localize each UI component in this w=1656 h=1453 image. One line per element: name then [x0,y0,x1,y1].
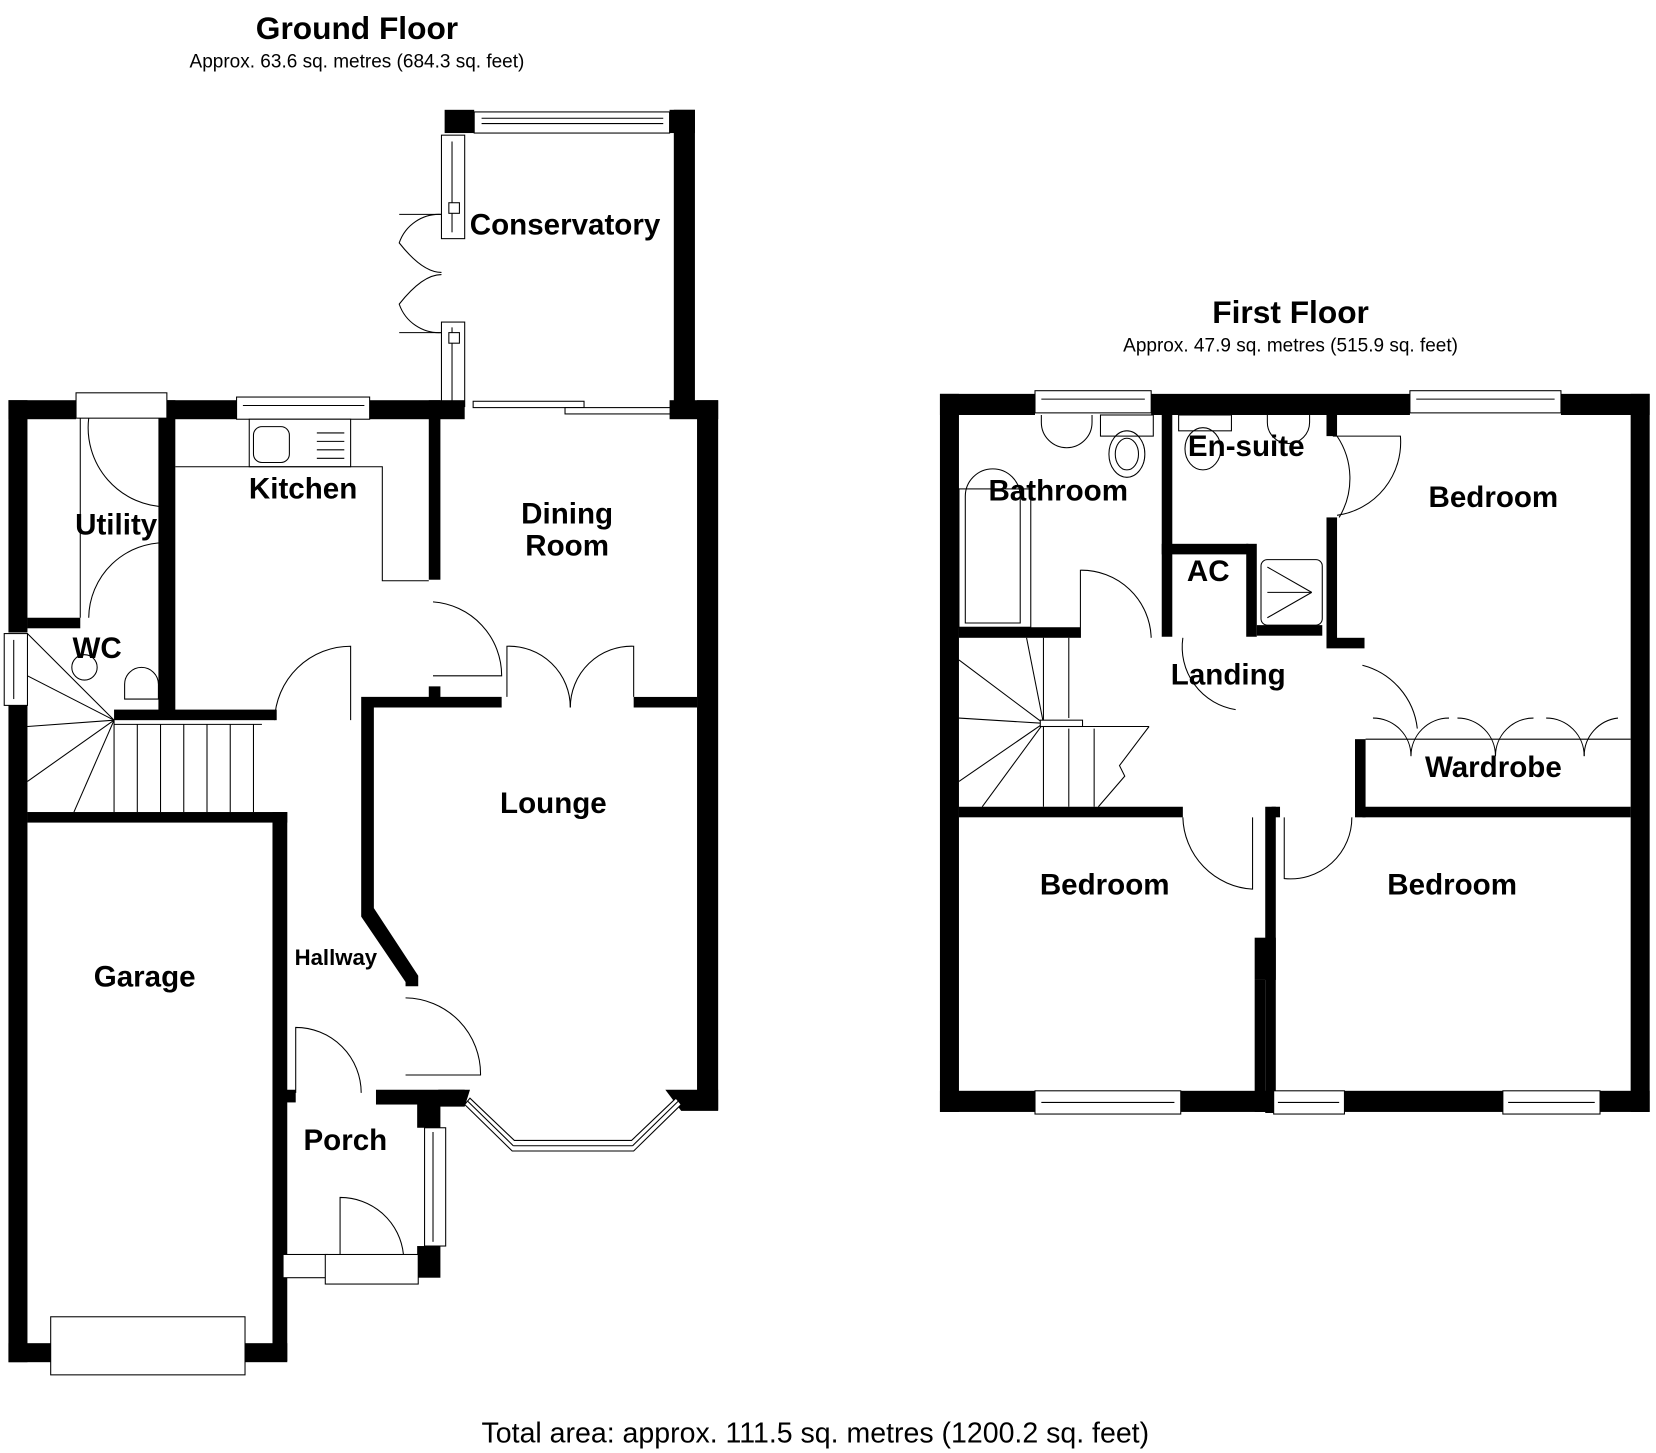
conservatory-walls [398,109,695,417]
kitchen-fittings [175,396,635,721]
bay-window [463,1097,682,1152]
room-label-lounge: Lounge [500,787,607,820]
ground-floor-area: Approx. 63.6 sq. metres (684.3 sq. feet) [190,52,525,73]
room-label-wc: WC [73,632,122,665]
room-label-kitchen: Kitchen [249,472,357,505]
bedroom-doors [1182,717,1631,890]
first-floor-title: First Floor [1212,294,1369,330]
porch-openings [282,997,482,1285]
room-label-bedroom-master: Bedroom [1429,481,1559,514]
first-floor-area: Approx. 47.9 sq. metres (515.9 sq. feet) [1123,336,1458,357]
utility-fittings [27,392,262,813]
room-label-hallway: Hallway [295,945,378,970]
ground-floor-title: Ground Floor [256,10,458,46]
first-floor-walls [939,393,1650,1113]
landing-stairs [958,637,1150,808]
room-label-bedroom-right: Bedroom [1387,868,1517,901]
bathroom-fittings [958,414,1418,729]
room-label-garage: Garage [94,960,196,993]
room-label-bathroom: Bathroom [988,475,1128,508]
first-floor-plan: Bathroom En-suite Bedroom AC Landing War… [939,390,1650,1115]
first-floor-windows [1034,390,1601,1115]
room-label-wardrobe: Wardrobe [1425,751,1562,784]
total-area: Total area: approx. 111.5 sq. metres (12… [482,1417,1150,1449]
room-label-landing: Landing [1171,658,1286,691]
room-label-ac: AC [1187,555,1230,588]
room-label-dining-line2: Room [525,529,609,562]
room-label-conservatory: Conservatory [470,208,661,241]
room-label-utility: Utility [75,508,158,541]
ground-floor-plan: Conservatory [3,109,719,1376]
room-label-ensuite: En-suite [1188,430,1305,463]
room-label-porch: Porch [303,1124,387,1157]
ground-floor-walls [3,400,719,1376]
room-label-bedroom-left: Bedroom [1040,868,1170,901]
room-label-dining-line1: Dining [521,498,613,531]
